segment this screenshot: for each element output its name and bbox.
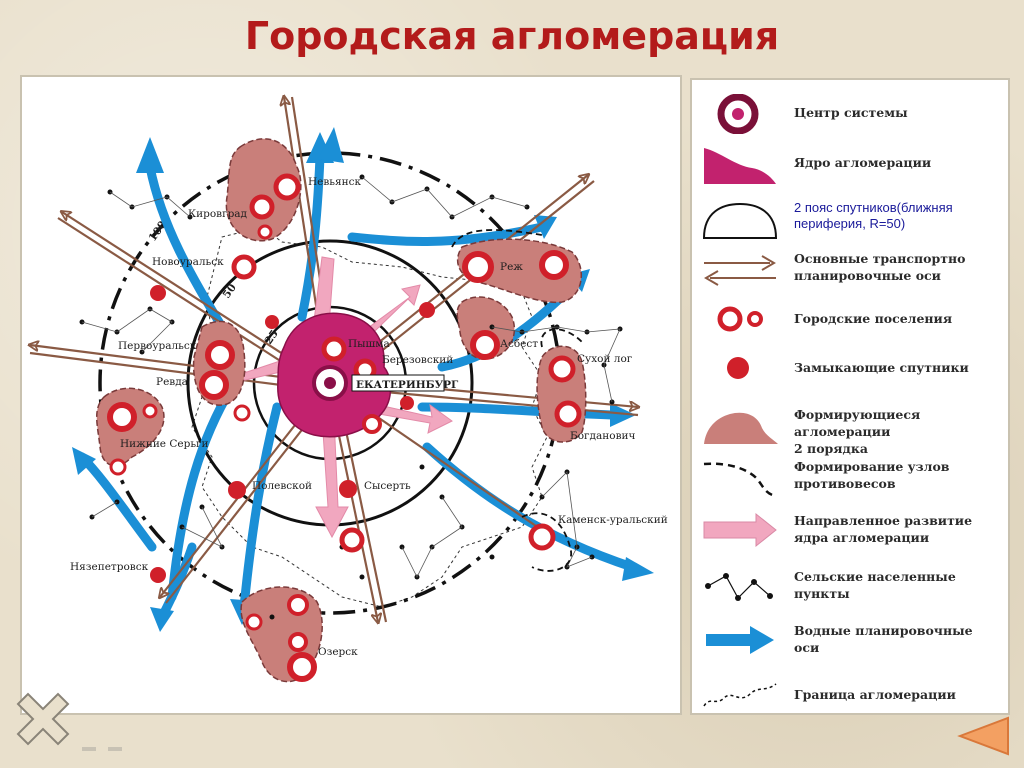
satellite-belt-icon <box>702 202 778 239</box>
close-button[interactable] <box>12 688 74 750</box>
agglomeration-core-icon <box>704 148 776 184</box>
label-nyazepetrovsk: Нязепетровск <box>70 561 149 573</box>
label-oktyabrsky: Озерск <box>318 646 358 658</box>
transport-axes-icon <box>704 255 776 286</box>
second-order-agglomeration-icon <box>704 412 778 444</box>
legend: Центр системы Ядро агломерации 2 пояс сп… <box>690 78 1010 715</box>
map-canvas: 100 50 25 <box>22 77 668 683</box>
label-berezovsky: Березовский <box>382 354 453 366</box>
label-asbest: Асбест <box>500 338 538 350</box>
label-bogdanovich: Богданович <box>570 430 635 442</box>
legend-label: Граница агломерации <box>794 687 956 702</box>
label-sukhoy-log: Сухой лог <box>577 353 633 365</box>
legend-label: Городские поселения <box>794 311 953 326</box>
urban-settlements <box>107 173 582 682</box>
pen-tool-icon[interactable] <box>80 742 126 756</box>
legend-label: Формирование узлов противовесов <box>794 459 950 491</box>
label-center-city: ЕКАТЕРИНБУРГ <box>356 379 459 391</box>
label-pervouralsk: Первоуральск <box>118 340 197 352</box>
urban-settlements-icon <box>717 306 763 332</box>
label-verkhnyaya-pyshma: Пышма <box>348 338 390 350</box>
previous-slide-button[interactable] <box>956 714 1012 758</box>
system-center-icon <box>717 94 759 134</box>
arrow-left-icon <box>957 716 1009 756</box>
label-kamensk-uralsky: Каменск-уральский <box>558 514 668 526</box>
legend-label: Направленное развитие ядра агломерации <box>794 513 973 545</box>
rural-links <box>81 176 621 578</box>
water-axes-icon <box>706 626 774 654</box>
label-revda: Ревда <box>156 376 188 388</box>
legend-label: Замыкающие спутники <box>794 360 969 375</box>
label-nevyansk: Невьянск <box>308 176 362 188</box>
agglomeration-boundary-icon <box>703 683 777 707</box>
closing-satellites <box>150 285 435 583</box>
counterweight-nodes-icon <box>703 462 777 498</box>
agglomeration-map: 100 50 25 <box>20 75 682 715</box>
legend-label: Водные планировочные оси <box>794 623 973 655</box>
system-center <box>312 365 348 401</box>
closing-satellites-icon <box>727 357 749 379</box>
label-novouralsk: Новоуральск <box>152 256 224 268</box>
legend-label: Центр системы <box>794 105 908 120</box>
legend-label: Формирующиеся агломерации 2 порядка <box>794 407 921 456</box>
label-polevskoy: Полевской <box>252 480 312 492</box>
counterweight-nodes <box>451 229 583 572</box>
label-sysert: Сысерть <box>364 480 411 492</box>
close-icon <box>16 692 70 746</box>
legend-label: Основные транспортно планировочные оси <box>794 251 966 283</box>
legend-label: 2 пояс спутников(ближняя периферия, R=50… <box>794 200 953 231</box>
rural-settlements-icon <box>705 573 773 601</box>
legend-label: Сельские населенные пункты <box>794 569 956 601</box>
slide-title: Городская агломерация <box>244 14 780 58</box>
label-nizhnie-sergi: Нижние Серьги <box>120 438 209 450</box>
legend-label: Ядро агломерации <box>794 155 932 170</box>
label-rezh: Реж <box>500 261 523 273</box>
label-kirovgrad: Кировград <box>188 208 248 220</box>
ring-label-50: 50 <box>221 282 239 301</box>
directed-development-icon <box>703 512 777 548</box>
